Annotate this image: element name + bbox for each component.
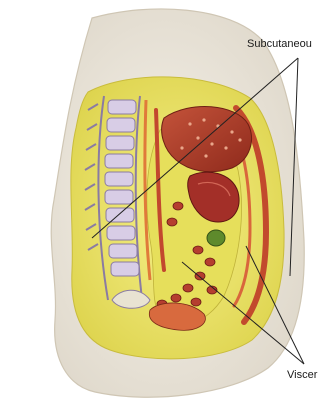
- kidney: [207, 230, 225, 246]
- subcutaneous-label: Subcutaneou: [247, 38, 327, 50]
- visceral-label: Viscer: [287, 369, 327, 381]
